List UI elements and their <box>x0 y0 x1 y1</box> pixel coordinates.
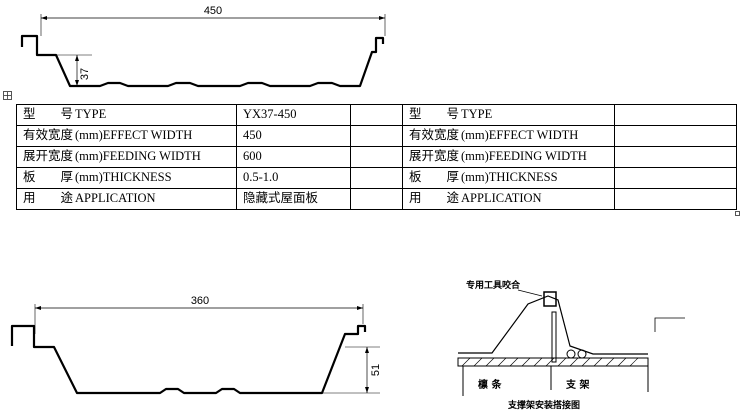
label-cell[interactable]: 板 厚(mm)THICKNESS <box>16 167 237 189</box>
top-width-dim: 450 <box>204 5 222 17</box>
purlin-label: 檩 条 <box>478 378 502 391</box>
value-cell[interactable]: 隐藏式屋面板 <box>236 188 351 210</box>
top-profile-drawing: 450 37 <box>20 5 386 88</box>
label-en: (mm)EFFECT WIDTH <box>461 128 579 142</box>
label-cjk: 型 号 <box>23 107 74 121</box>
empty-cell[interactable] <box>614 125 737 147</box>
tool-label: 专用工具咬合 <box>466 279 521 291</box>
empty-cell[interactable] <box>350 167 403 189</box>
label-cjk: 用 途 <box>409 191 460 205</box>
empty-cell[interactable] <box>614 104 737 126</box>
label-cjk: 有效宽度 <box>23 128 74 142</box>
value-cell[interactable]: 600 <box>236 146 351 168</box>
label-en: TYPE <box>461 107 493 121</box>
label-en: (mm)THICKNESS <box>75 170 172 184</box>
empty-cell[interactable] <box>350 125 403 147</box>
empty-cell[interactable] <box>350 104 403 126</box>
value-text: 450 <box>243 128 262 142</box>
move-icon <box>4 92 11 99</box>
table-move-handle[interactable] <box>3 91 12 100</box>
empty-cell[interactable] <box>614 146 737 168</box>
label-cjk: 板 厚 <box>409 170 460 184</box>
label-cell-2[interactable]: 展开宽度(mm)FEEDING WIDTH <box>402 146 615 168</box>
value-cell[interactable]: 0.5-1.0 <box>236 167 351 189</box>
value-text: 隐藏式屋面板 <box>243 191 319 205</box>
bottom-height-dim: 51 <box>370 364 382 376</box>
value-text: 0.5-1.0 <box>243 170 279 184</box>
empty-cell[interactable] <box>614 167 737 189</box>
label-en: APPLICATION <box>75 191 156 205</box>
diagram-caption: 支撑架安装搭接图 <box>507 399 580 411</box>
label-en: (mm)FEEDING WIDTH <box>75 149 201 163</box>
label-cjk: 有效宽度 <box>409 128 460 142</box>
value-text: YX37-450 <box>243 107 297 121</box>
label-en: (mm)FEEDING WIDTH <box>461 149 587 163</box>
bottom-width-dim: 360 <box>191 295 209 307</box>
install-diagram: 专用工具咬合 檩 条 支 架 支撑架安装搭接图 <box>457 279 685 411</box>
label-cell[interactable]: 有效宽度(mm)EFFECT WIDTH <box>16 125 237 147</box>
value-cell[interactable]: 450 <box>236 125 351 147</box>
label-en: (mm)EFFECT WIDTH <box>75 128 193 142</box>
empty-cell[interactable] <box>614 188 737 210</box>
label-en: APPLICATION <box>461 191 542 205</box>
label-cjk: 型 号 <box>409 107 460 121</box>
label-cjk: 板 厚 <box>23 170 74 184</box>
label-cjk: 展开宽度 <box>409 149 460 163</box>
bracket-label: 支 架 <box>565 378 589 391</box>
empty-cell[interactable] <box>350 146 403 168</box>
label-en: (mm)THICKNESS <box>461 170 558 184</box>
label-cjk: 用 途 <box>23 191 74 205</box>
value-cell[interactable]: YX37-450 <box>236 104 351 126</box>
label-en: TYPE <box>75 107 107 121</box>
label-cell-2[interactable]: 有效宽度(mm)EFFECT WIDTH <box>402 125 615 147</box>
table-resize-handle[interactable] <box>735 211 740 216</box>
bottom-profile-drawing: 360 51 <box>10 295 382 395</box>
value-text: 600 <box>243 149 262 163</box>
empty-cell[interactable] <box>350 188 403 210</box>
label-cjk: 展开宽度 <box>23 149 74 163</box>
label-cell-2[interactable]: 板 厚(mm)THICKNESS <box>402 167 615 189</box>
label-cell[interactable]: 展开宽度(mm)FEEDING WIDTH <box>16 146 237 168</box>
top-height-dim: 37 <box>79 68 91 80</box>
